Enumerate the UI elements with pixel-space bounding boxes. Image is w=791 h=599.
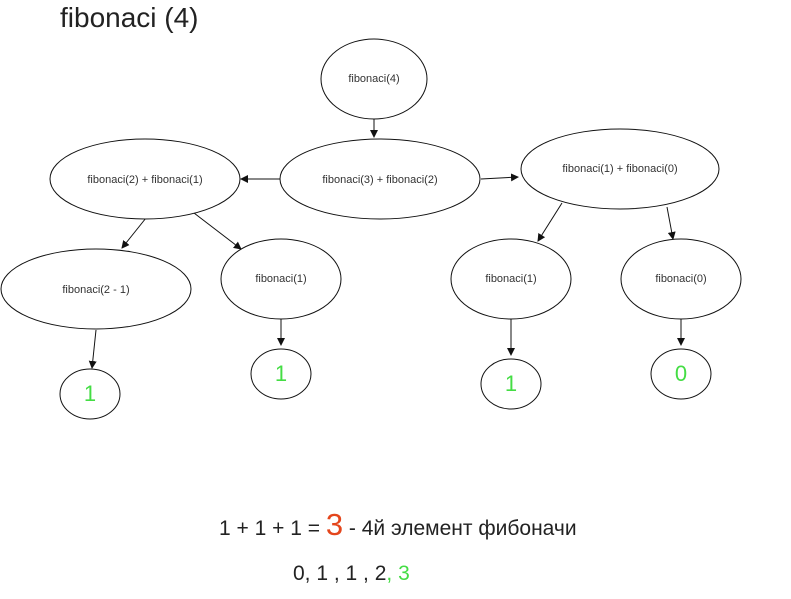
leaf-b-circle [250,348,312,400]
node-fib-2-minus-1 [0,248,192,330]
node-fib-1-a [220,238,342,320]
leaf-c-value: 1 [505,371,517,396]
summary-result: 3 [325,507,344,542]
node-root [320,38,428,120]
node-sum-3-2 [279,138,481,220]
sequence-line: 0, 1 , 1 , 2, 3 [293,562,410,586]
edge-sum32-to-sum10 [480,173,519,182]
leaf-a-value: 1 [84,381,96,406]
edge-fib2m1-to-leaf-a [88,329,97,369]
sequence-highlight: , 3 [386,562,410,585]
node-fib-1-a-label: fibonaci(1) [255,273,306,285]
summary-line: 1 + 1 + 1 = 3 - 4й элемент фибоначи [219,507,577,543]
leaf-b-value: 1 [275,361,287,386]
node-sum-2-1-label: fibonaci(2) + fibonaci(1) [87,174,202,186]
node-root-label: fibonaci(4) [348,73,399,85]
edge-sum21-to-fib2m1 [121,217,147,249]
edge-sum10-to-fib1b [537,202,563,242]
node-fib-0 [620,238,742,320]
leaf-d-circle [650,348,712,400]
edge-sum21-to-fib1a [193,212,242,250]
node-sum-1-0-label: fibonaci(1) + fibonaci(0) [562,163,677,175]
node-fib-0-label: fibonaci(0) [655,273,706,285]
page-title: fibonaci (4) [60,2,199,33]
summary-expression: 1 + 1 + 1 = [219,517,326,540]
node-fib-2-minus-1-label: fibonaci(2 - 1) [62,284,129,296]
leaf-d-value: 0 [675,361,687,386]
node-sum-3-2-label: fibonaci(3) + fibonaci(2) [322,174,437,186]
node-sum-1-0 [520,128,720,210]
leaf-a-circle [59,368,121,420]
node-fib-1-b [450,238,572,320]
node-fib-1-b-label: fibonaci(1) [485,273,536,285]
node-sum-2-1 [49,138,241,220]
summary-caption: - 4й элемент фибоначи [343,517,577,540]
edge-sum10-to-fib0 [666,206,676,240]
sequence-prefix: 0, 1 , 1 , 2 [293,562,387,585]
leaf-c-circle [480,358,542,410]
